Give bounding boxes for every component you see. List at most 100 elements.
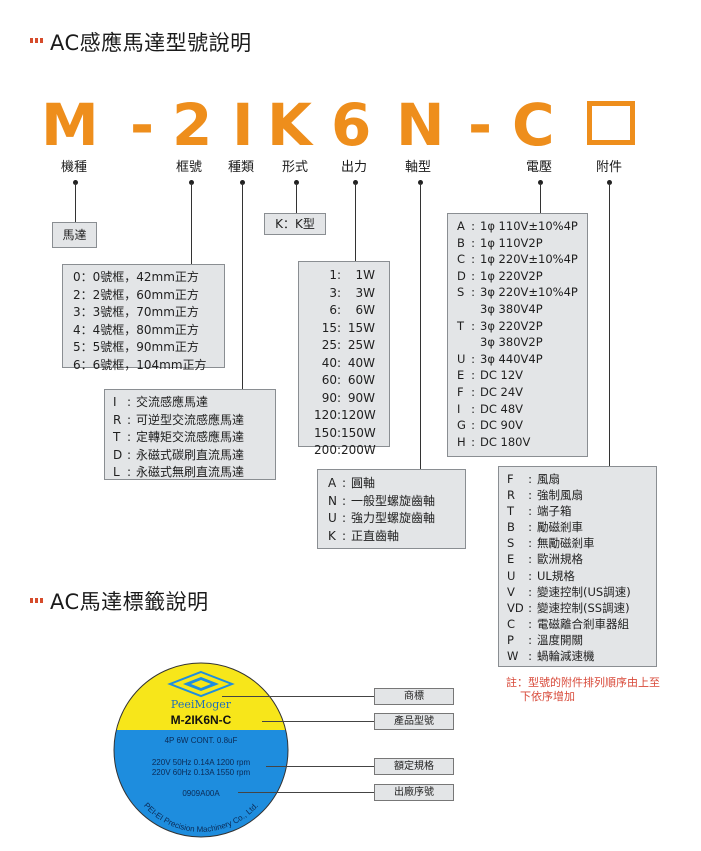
model-char-voltage: C xyxy=(512,91,555,159)
frame-item: 5：5號框，90mm正方 xyxy=(73,340,199,354)
label-spec: 220V 50Hz 0.14A 1200 rpm xyxy=(151,758,251,767)
power-item: 40:40W xyxy=(321,355,375,370)
label-spec: 4P 6W CONT. 0.8uF xyxy=(164,736,238,745)
voltage-item: B:1φ 110V2P xyxy=(457,235,543,250)
connector-dot xyxy=(607,180,612,185)
power-box: 1:1W 3:3W 6:6W 15:15W 25:25W 40:40W 60:6… xyxy=(298,261,390,457)
connector-line xyxy=(540,183,541,213)
callout-line xyxy=(222,696,374,697)
connector-line xyxy=(355,183,356,262)
shaft-box: A:圓軸 N:一般型螺旋齒軸 U:強力型螺旋齒軸 K:正直齒軸 xyxy=(317,469,466,549)
callout-line xyxy=(238,792,374,793)
machine-value: 馬達 xyxy=(62,228,87,242)
voltage-item: H:DC 180V xyxy=(457,434,531,449)
type-item: T:定轉矩交流感應馬達 xyxy=(113,430,245,444)
frame-item: 4：4號框，80mm正方 xyxy=(73,322,199,337)
model-char-form: K xyxy=(267,91,312,159)
power-item: 6:6W xyxy=(329,303,375,317)
category-shaft: 軸型 xyxy=(405,160,432,175)
shaft-item: U:強力型螺旋齒軸 xyxy=(328,511,436,525)
machine-box: 馬達 xyxy=(52,222,97,248)
shaft-item: N:一般型螺旋齒軸 xyxy=(328,493,436,508)
note-line: 下依序增加 xyxy=(520,690,575,703)
form-box: K：K型 xyxy=(264,213,326,235)
power-item: 90:90W xyxy=(321,390,375,405)
accessory-item: T:端子箱 xyxy=(507,504,572,519)
category-frame: 框號 xyxy=(176,160,203,175)
accessory-item: C:電磁離合剎車器組 xyxy=(507,616,629,631)
model-accessory-box xyxy=(587,101,635,145)
voltage-item: T:3φ 220V2P xyxy=(457,318,543,333)
label-company: PEI-EI Precision Machinery Co., Ltd. xyxy=(142,801,260,834)
svg-text:PEI-EI Precision Machinery Co.: PEI-EI Precision Machinery Co., Ltd. xyxy=(142,801,260,834)
type-item: D:永磁式碳刷直流馬達 xyxy=(113,447,245,462)
section-title: AC馬達標籤說明 xyxy=(50,590,209,614)
section-title: AC感應馬達型號說明 xyxy=(50,31,252,55)
connector-dot xyxy=(240,180,245,185)
frame-item: 2：2號框，60mm正方 xyxy=(73,287,199,302)
callout-serial: 出廠序號 xyxy=(374,784,454,801)
bullet-icon xyxy=(35,598,38,603)
voltage-item: D:1φ 220V2P xyxy=(457,268,543,283)
power-item: 3:3W xyxy=(329,285,375,300)
callout-rating: 額定規格 xyxy=(374,758,454,775)
connector-line xyxy=(609,183,610,466)
callout-trademark: 商標 xyxy=(374,688,454,705)
accessory-item: P:溫度開關 xyxy=(507,632,583,647)
accessory-item: S:無勵磁剎車 xyxy=(507,536,595,551)
power-item: 60:60W xyxy=(321,373,375,387)
connector-dot xyxy=(538,180,543,185)
callout-line xyxy=(262,721,374,722)
accessory-box: F:風扇 R:強制風扇 T:端子箱 B:勵磁剎車 S:無勵磁剎車 E:歐洲規格 … xyxy=(498,466,657,667)
shaft-item: A:圓軸 xyxy=(328,476,376,490)
type-item: R:可逆型交流感應馬達 xyxy=(113,412,245,427)
accessory-item: E:歐洲規格 xyxy=(507,552,583,567)
connector-line xyxy=(191,183,192,266)
logo-icon xyxy=(167,670,235,698)
bullet-icon xyxy=(30,38,33,43)
label-company-arc: PEI-EI Precision Machinery Co., Ltd. xyxy=(142,801,260,834)
label-model: M-2IK6N-C xyxy=(170,713,232,727)
accessory-item: VD:變速控制(SS調速) xyxy=(507,600,630,615)
accessory-item: V:變速控制(US調速) xyxy=(507,584,631,599)
category-power: 出力 xyxy=(341,160,368,175)
frame-box: 0：0號框，42mm正方 2：2號框，60mm正方 3：3號框，70mm正方 4… xyxy=(62,264,225,372)
frame-item: 0：0號框，42mm正方 xyxy=(73,270,199,284)
frame-item: 6：6號框，104mm正方 xyxy=(73,357,207,372)
bullet-icon xyxy=(40,598,43,603)
bullet-icon xyxy=(40,38,43,43)
voltage-item: 3φ 380V4P xyxy=(480,301,543,316)
accessory-item: U:UL規格 xyxy=(507,568,575,583)
connector-dot xyxy=(294,180,299,185)
connector-line xyxy=(296,183,297,214)
voltage-item: C:1φ 220V±10%4P xyxy=(457,252,578,267)
model-char-dash: - xyxy=(130,91,155,159)
type-item: L:永磁式無刷直流馬達 xyxy=(113,465,245,479)
type-item: I:交流感應馬達 xyxy=(113,395,209,409)
power-item: 150:150W xyxy=(314,425,376,440)
voltage-item: E:DC 12V xyxy=(457,368,524,383)
connector-dot xyxy=(418,180,423,185)
form-value: K：K型 xyxy=(275,217,315,231)
callout-line xyxy=(266,766,374,767)
category-type: 種類 xyxy=(228,160,255,175)
category-form: 形式 xyxy=(282,160,309,175)
model-char-frame: 2 xyxy=(172,91,213,159)
callout-model: 產品型號 xyxy=(374,713,454,730)
connector-dot xyxy=(353,180,358,185)
accessory-item: R:強制風扇 xyxy=(507,488,583,503)
power-item: 25:25W xyxy=(321,338,375,352)
connector-line xyxy=(75,183,76,223)
voltage-box: A:1φ 110V±10%4P B:1φ 110V2P C:1φ 220V±10… xyxy=(447,213,588,457)
voltage-item: U:3φ 440V4P xyxy=(457,351,543,366)
connector-line xyxy=(242,183,243,389)
power-item: 1:1W xyxy=(329,268,375,282)
model-char-power: 6 xyxy=(331,91,372,159)
model-char-dash: - xyxy=(468,91,493,159)
power-item: 200:200W xyxy=(314,443,376,457)
label-serial: 0909A00A xyxy=(182,789,220,798)
connector-line xyxy=(420,183,421,470)
model-char-machine: M xyxy=(41,91,99,159)
connector-dot xyxy=(189,180,194,185)
voltage-item: 3φ 380V2P xyxy=(480,335,543,350)
